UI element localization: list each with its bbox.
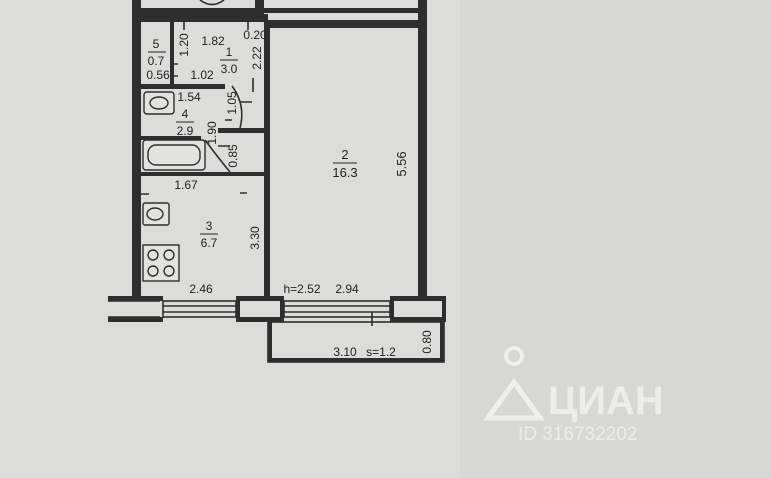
room-4-number: 4 [182,107,189,121]
room-2-area: 16.3 [332,165,357,180]
dim-1-82: 1.82 [201,34,225,48]
dim-3-10: 3.10 [333,345,357,359]
dim-5-56: 5.56 [394,151,409,176]
dim-1-05: 1.05 [225,91,239,115]
balcony [267,312,445,363]
cian-logo-icon [483,346,545,421]
room-5-number: 5 [153,37,160,51]
balcony-area: s=1.2 [366,345,396,359]
room-3-number: 3 [206,219,213,233]
dim-1-54: 1.54 [177,90,201,104]
dim-1-02: 1.02 [190,68,214,82]
dimension-ticks [141,22,254,195]
sink-fixture [142,202,170,226]
dim-0-56: 0.56 [146,68,170,82]
dim-0-85: 0.85 [226,144,240,168]
dim-3-30: 3.30 [248,226,262,250]
dim-0-20: 0.20 [243,28,267,42]
dim-1-67: 1.67 [174,178,198,192]
toilet-fixture [143,91,175,115]
top-partial-walls [132,0,427,22]
outer-walls [108,14,446,322]
stove-fixture [142,244,180,282]
room-1-area: 3.0 [221,62,238,76]
room-2-number: 2 [341,147,348,162]
dim-1-90: 1.90 [205,121,219,145]
watermark-id: ID 316732202 [518,424,637,445]
dim-2-22: 2.22 [250,46,264,70]
room-4-area: 2.9 [177,124,194,138]
dim-1-20: 1.20 [177,33,191,57]
room-5-area: 0.7 [148,54,165,68]
watermark: ЦИАН ID 316732202 [483,346,664,445]
room-1-number: 1 [226,45,233,59]
watermark-brand: ЦИАН [548,379,664,423]
dim-2-94: 2.94 [335,282,359,296]
dim-2-46: 2.46 [189,282,213,296]
dim-0-80: 0.80 [420,330,434,354]
dimension-labels: 1.82 0.20 1.20 2.22 0.56 1.02 1.54 1.05 … [146,28,434,359]
room-labels: 5 0.7 1 3.0 4 2.9 2 16.3 3 6.7 [148,37,358,250]
room-3-area: 6.7 [201,236,218,250]
paper-shadow [460,0,771,478]
internal-partitions [141,22,270,296]
ceiling-height: h=2.52 [283,282,320,296]
bathtub-fixture [142,139,206,171]
